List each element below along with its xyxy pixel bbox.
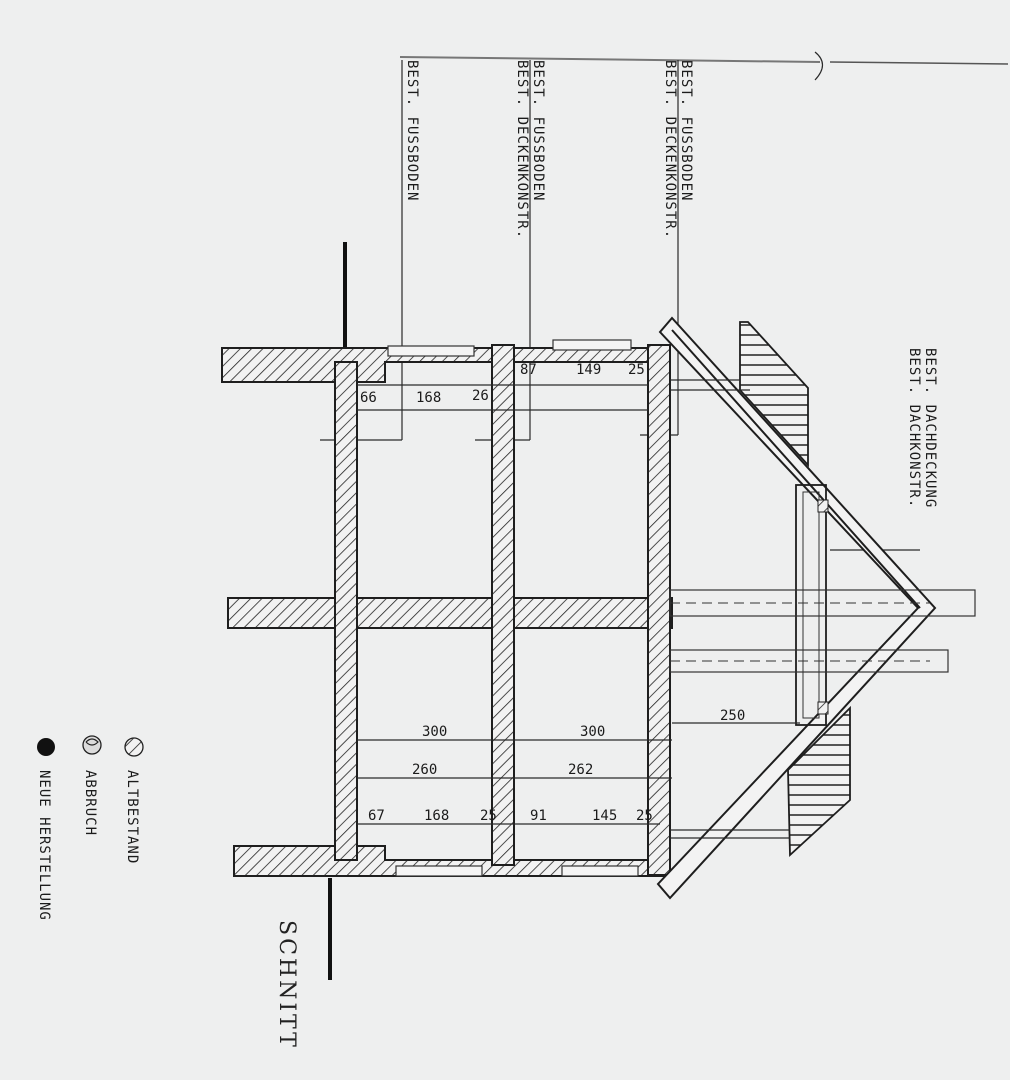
label-fussboden-2: BEST. FUSSBODEN: [530, 60, 546, 201]
neue-herstellung-icon: [37, 738, 55, 756]
window-bottom-right: [561, 865, 639, 877]
dim-inner-left: 260: [412, 762, 437, 778]
dim-top-left-1: 66: [360, 390, 377, 406]
drawing-title: SCHNITT: [274, 920, 299, 1050]
label-dachdeckung: BEST. DACHDECKUNG: [922, 348, 938, 508]
dim-span-right: 300: [580, 724, 605, 740]
roof-structure: [656, 316, 976, 900]
dim-bottom-right-2: 145: [592, 808, 617, 824]
dim-inner-right: 262: [568, 762, 593, 778]
dim-top-right-1: 87: [520, 362, 537, 378]
label-dachkonstr: BEST. DACHKONSTR.: [906, 348, 922, 508]
dim-bottom-left-3: 25: [480, 808, 497, 824]
dim-span-left: 300: [422, 724, 447, 740]
altbestand-icon: [124, 737, 144, 757]
window-top-right: [552, 339, 632, 351]
legend: ALTBESTAND ABBRUCH NEUE HERSTELLUNG: [36, 735, 144, 921]
dim-top-left-2: 168: [416, 390, 441, 406]
dim-bottom-right-3: 25: [636, 808, 653, 824]
label-fussboden-3: BEST. FUSSBODEN: [678, 60, 694, 201]
legend-abbruch: ABBRUCH: [82, 770, 98, 836]
dim-roof: 250: [720, 708, 745, 724]
window-top-left: [387, 345, 475, 357]
label-deckenkonstr-2: BEST. DECKENKONSTR.: [514, 60, 530, 239]
window-bottom-left: [395, 865, 483, 877]
dimension-lines: [357, 384, 800, 825]
dim-top-right-2: 149: [576, 362, 601, 378]
dim-bottom-left-2: 168: [424, 808, 449, 824]
legend-altbestand: ALTBESTAND: [124, 770, 140, 864]
sheet-edge-line: [399, 56, 821, 63]
building-section: [221, 344, 673, 877]
dim-top-right-3: 25: [628, 362, 645, 378]
dim-bottom-right-1: 91: [530, 808, 547, 824]
label-fussboden-1: BEST. FUSSBODEN: [404, 60, 420, 201]
label-deckenkonstr-3: BEST. DECKENKONSTR.: [662, 60, 678, 239]
dim-bottom-left-1: 67: [368, 808, 385, 824]
legend-neue-herstellung: NEUE HERSTELLUNG: [36, 770, 52, 921]
dim-top-left-3: 26: [472, 388, 489, 404]
